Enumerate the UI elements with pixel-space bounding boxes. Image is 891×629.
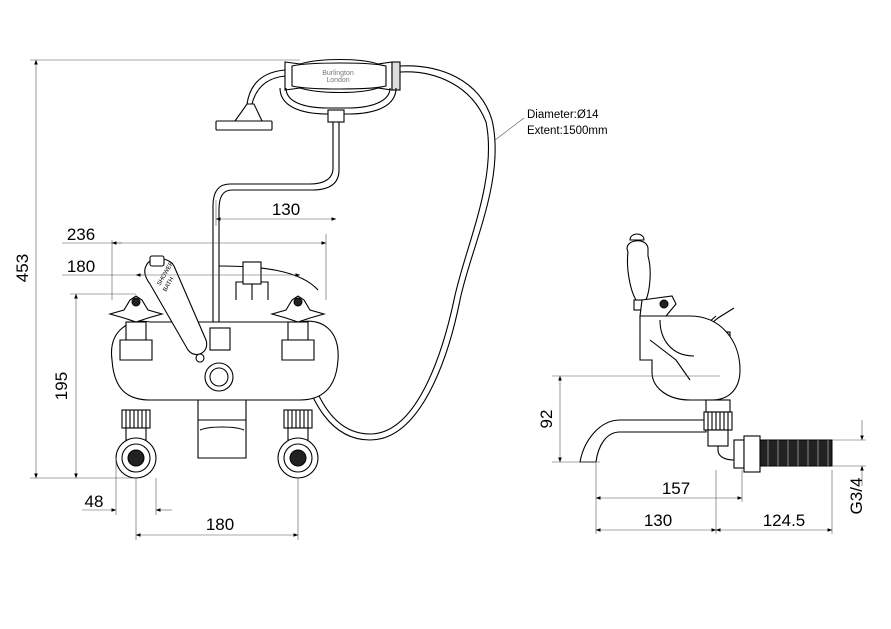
right-cross-handle xyxy=(269,295,327,361)
side-body xyxy=(639,315,741,401)
wall-flange xyxy=(743,435,761,473)
side-lever xyxy=(626,240,651,301)
hose-diameter-note: Diameter:Ø14 xyxy=(527,109,599,121)
diverter-lever: SHOWER BATH xyxy=(144,255,208,363)
dim-130-front: 130 xyxy=(272,200,300,219)
dim-48: 48 xyxy=(85,492,104,511)
hose-extent-note: Extent:1500mm xyxy=(527,125,608,137)
dim-157: 157 xyxy=(662,479,690,498)
spout xyxy=(197,399,247,459)
brand-name: Burlington xyxy=(322,70,354,77)
dim-130-side: 130 xyxy=(644,511,672,530)
left-cross-handle xyxy=(107,295,165,361)
dim-g3-4: G3/4 xyxy=(847,478,866,515)
dim-92: 92 xyxy=(537,410,556,429)
front-view: Burlington London xyxy=(107,59,496,479)
shower-hose xyxy=(299,65,496,441)
shower-handset: Burlington London xyxy=(279,59,401,123)
left-leg xyxy=(115,409,157,479)
threaded-tail xyxy=(759,439,833,467)
dim-453: 453 xyxy=(13,254,32,282)
side-dimensions: 92 157 130 124.5 G3/4 xyxy=(537,375,866,534)
dim-180-top: 180 xyxy=(67,257,95,276)
shower-head xyxy=(233,103,263,122)
dim-180-bottom: 180 xyxy=(206,515,234,534)
dim-236: 236 xyxy=(67,225,95,244)
diverter-nut xyxy=(242,261,262,285)
brand-sub: London xyxy=(326,77,349,84)
side-spout xyxy=(579,419,707,463)
riser-pipe xyxy=(212,122,334,330)
dim-195: 195 xyxy=(52,372,71,400)
right-leg xyxy=(277,409,319,479)
dim-124-5: 124.5 xyxy=(763,511,806,530)
front-dimensions: 453 236 180 130 195 48 180 Diameter:Ø14 xyxy=(13,59,608,540)
shower-head-face xyxy=(215,120,273,131)
side-view xyxy=(579,233,833,473)
cradle-hook xyxy=(246,69,286,105)
